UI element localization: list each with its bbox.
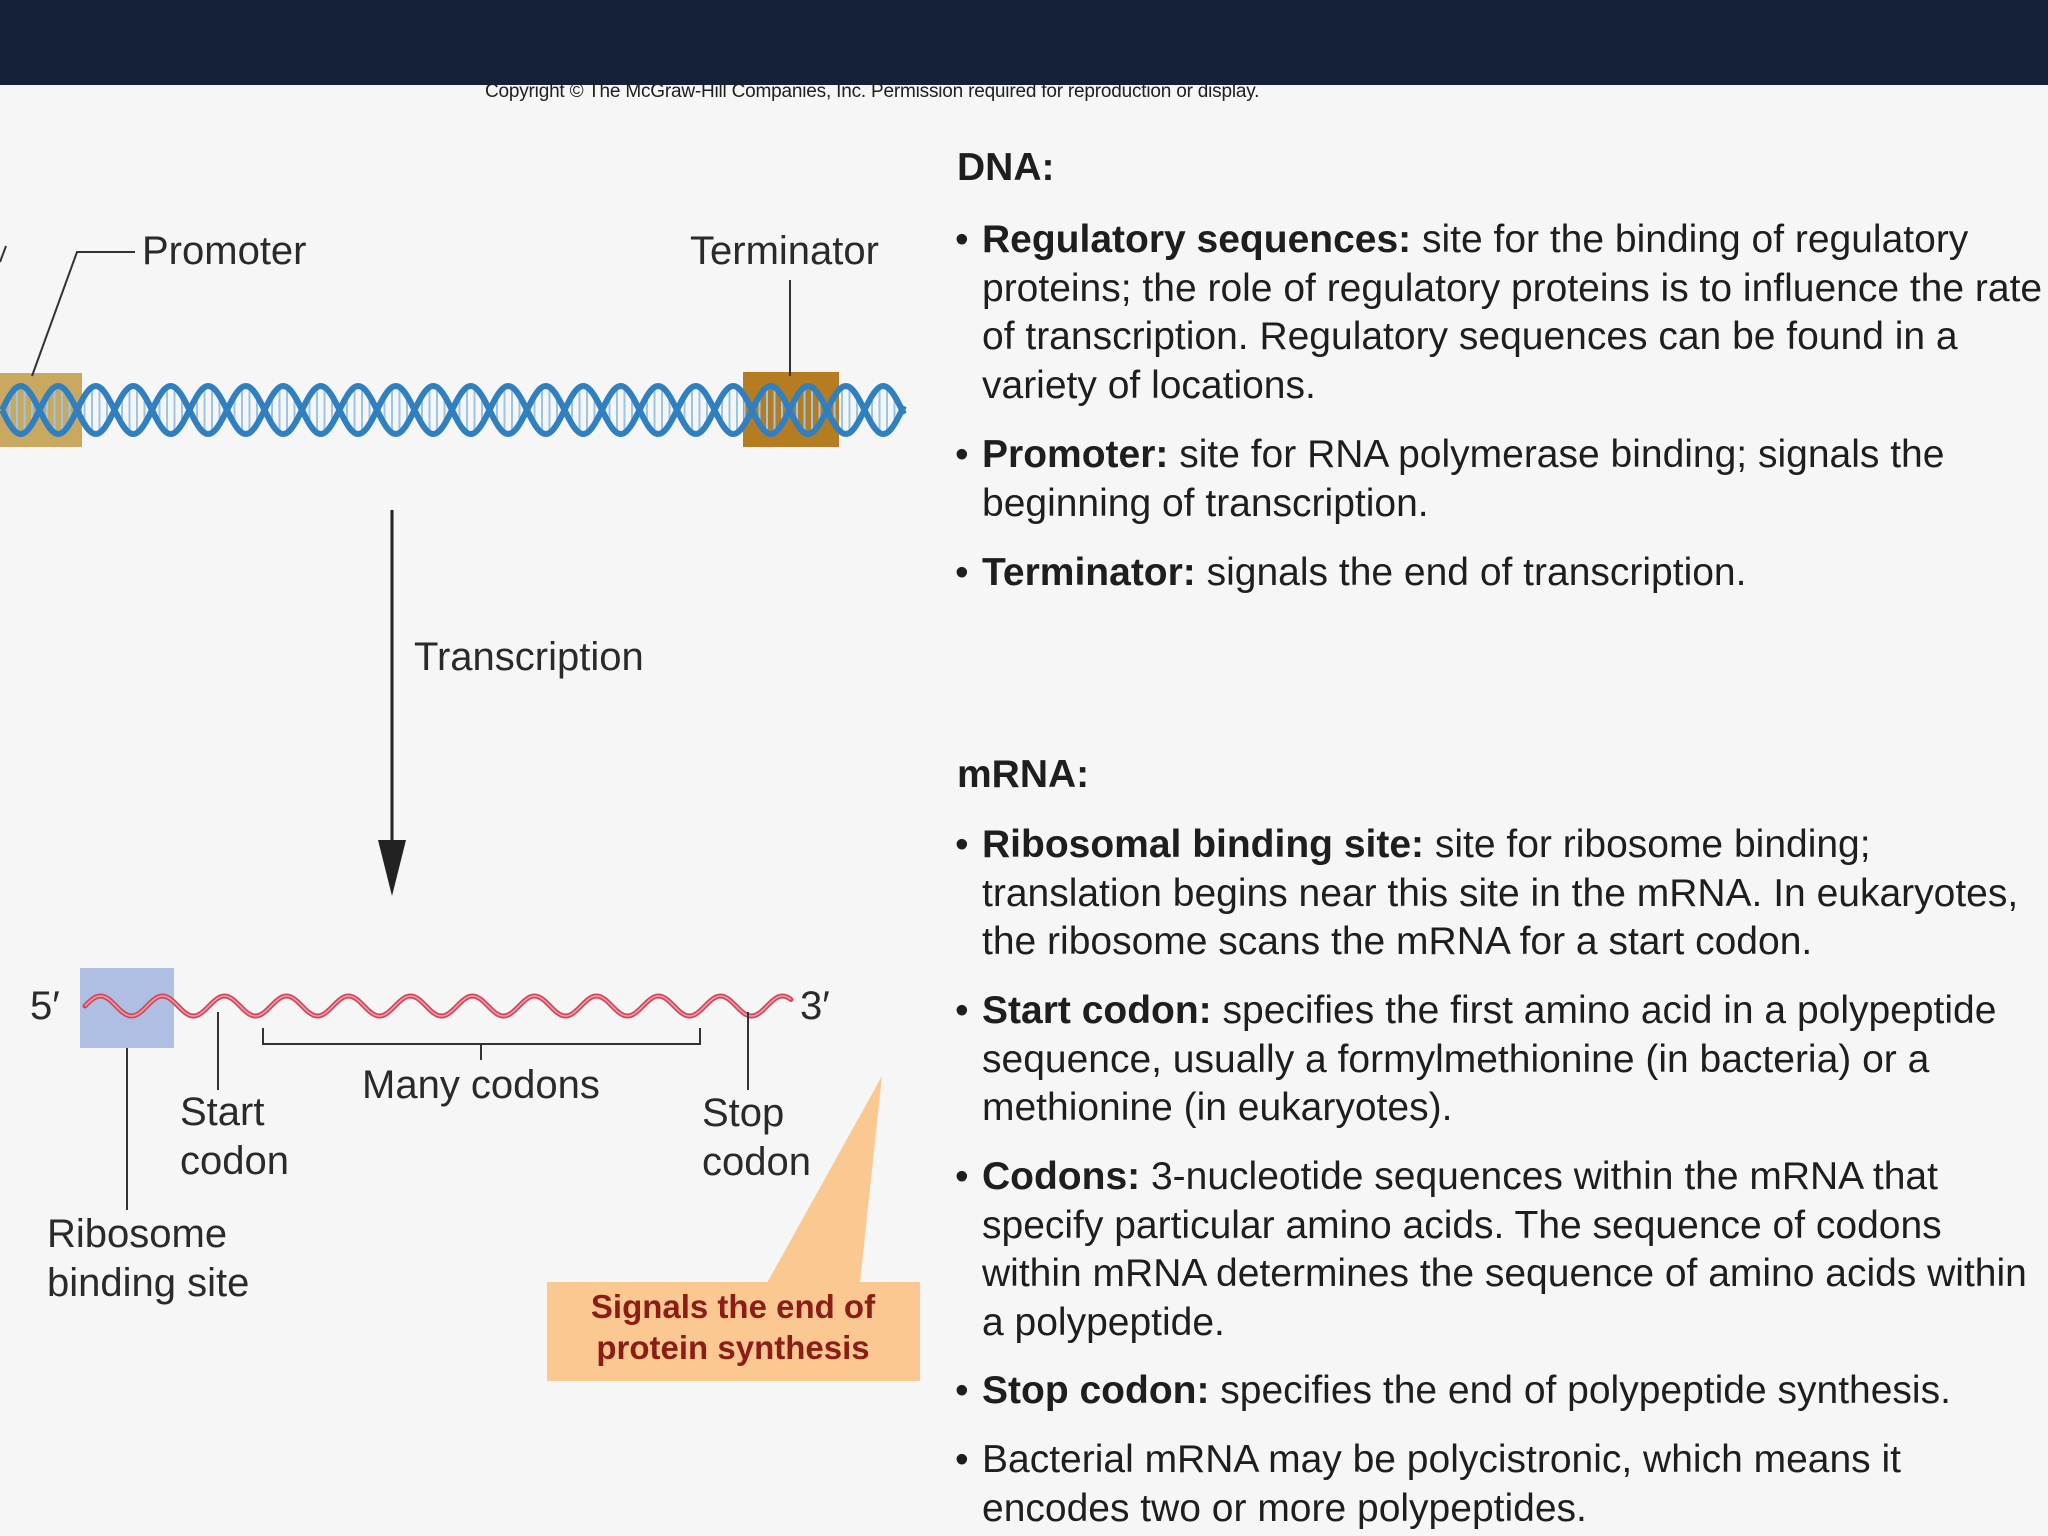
callout-text: Signals the end of protein synthesis bbox=[547, 1286, 919, 1368]
mrna-bullet-stop-codon: • Stop codon: specifies the end of polype… bbox=[955, 1367, 2048, 1416]
bullet-term: Start codon: bbox=[982, 989, 1212, 1032]
bullet-dot: • bbox=[955, 1369, 969, 1412]
promoter-leader-line bbox=[31, 251, 135, 377]
mrna-bullet-codons: • Codons: 3-nucleotide sequences within t… bbox=[955, 1153, 2048, 1347]
bullet-text: specifies the end of polypeptide synthes… bbox=[1209, 1369, 1951, 1412]
callout-line2: protein synthesis bbox=[596, 1329, 870, 1366]
mrna-bullet-start-codon: • Start codon: specifies the first amino … bbox=[955, 987, 2048, 1133]
many-codons-label: Many codons bbox=[362, 1063, 600, 1107]
bullet-text: signals the end of transcription. bbox=[1195, 551, 1747, 594]
dna-bullet-promoter: • Promoter: site for RNA polymerase bindi… bbox=[955, 431, 2048, 528]
start-codon-label: Start codon bbox=[180, 1088, 289, 1186]
callout-line1: Signals the end of bbox=[590, 1288, 876, 1325]
three-prime-label: 3′ bbox=[800, 984, 830, 1028]
bullet-dot: • bbox=[955, 218, 969, 261]
bullet-term: Terminator: bbox=[982, 551, 1196, 594]
start-codon-line2: codon bbox=[180, 1139, 289, 1183]
promoter-label: Promoter bbox=[142, 229, 307, 273]
mrna-bullet-ribosomal: • Ribosomal binding site: site for riboso… bbox=[955, 821, 2048, 967]
callout-box bbox=[547, 1282, 920, 1381]
mrna-strand-highlight bbox=[84, 995, 792, 1017]
stop-codon-line2: codon bbox=[702, 1140, 811, 1184]
dna-double-helix bbox=[0, 382, 907, 438]
mrna-strand bbox=[82, 993, 794, 1019]
bullet-text: site for the binding of regulatory prote… bbox=[982, 218, 2043, 407]
bullet-dot: • bbox=[955, 989, 969, 1032]
copyright-notice: Copyright © The McGraw-Hill Companies, I… bbox=[485, 81, 1260, 102]
bullet-term: Stop codon: bbox=[982, 1369, 1210, 1412]
header-bar bbox=[0, 0, 2048, 85]
five-prime-label: 5′ bbox=[30, 984, 60, 1028]
many-codons-bracket bbox=[262, 1028, 701, 1060]
transcription-arrow-head bbox=[378, 840, 406, 896]
dna-heading: DNA: bbox=[957, 146, 1055, 189]
bullet-text: site for ribosome binding; translation b… bbox=[982, 823, 2019, 963]
bullet-dot: • bbox=[955, 551, 969, 594]
bullet-dot: • bbox=[955, 823, 969, 866]
dna-bullet-terminator: • Terminator: signals the end of transcri… bbox=[955, 549, 2048, 598]
ribosome-line1: Ribosome bbox=[47, 1212, 228, 1256]
dna-strand-b bbox=[0, 382, 907, 438]
ribosome-binding-site-label: Ribosome binding site bbox=[47, 1210, 249, 1308]
bullet-dot: • bbox=[955, 1438, 969, 1481]
bullet-text: Bacterial mRNA may be polycistronic, whi… bbox=[982, 1438, 1901, 1530]
stop-codon-line1: Stop bbox=[702, 1091, 785, 1135]
bullet-term: Ribosomal binding site: bbox=[982, 823, 1425, 866]
bullet-term: Codons: bbox=[982, 1155, 1141, 1198]
terminator-label: Terminator bbox=[690, 229, 879, 273]
bullet-text: specifies the first amino acid in a poly… bbox=[982, 989, 1997, 1129]
mrna-heading: mRNA: bbox=[957, 753, 1090, 796]
start-codon-line1: Start bbox=[180, 1090, 265, 1134]
bullet-dot: • bbox=[955, 433, 969, 476]
bullet-term: Regulatory sequences: bbox=[982, 218, 1412, 261]
ribosome-line2: binding site bbox=[47, 1261, 250, 1305]
transcription-label: Transcription bbox=[414, 635, 644, 679]
dna-bullet-regulatory: • Regulatory sequences: site for the bind… bbox=[955, 216, 2048, 410]
stop-codon-label: Stop codon bbox=[702, 1089, 811, 1187]
bullet-text: 3-nucleotide sequences within the mRNA t… bbox=[982, 1155, 2027, 1344]
bullet-dot: • bbox=[955, 1155, 969, 1198]
ribosome-binding-box bbox=[80, 968, 174, 1048]
mrna-bullet-polycistronic: • Bacterial mRNA may be polycistronic, wh… bbox=[955, 1436, 2048, 1533]
bullet-text: site for RNA polymerase binding; signals… bbox=[982, 433, 1945, 525]
gene-diagram bbox=[0, 245, 920, 1381]
edge-leader-line bbox=[0, 245, 7, 263]
callout-pointer bbox=[767, 1076, 882, 1283]
bullet-term: Promoter: bbox=[982, 433, 1169, 476]
